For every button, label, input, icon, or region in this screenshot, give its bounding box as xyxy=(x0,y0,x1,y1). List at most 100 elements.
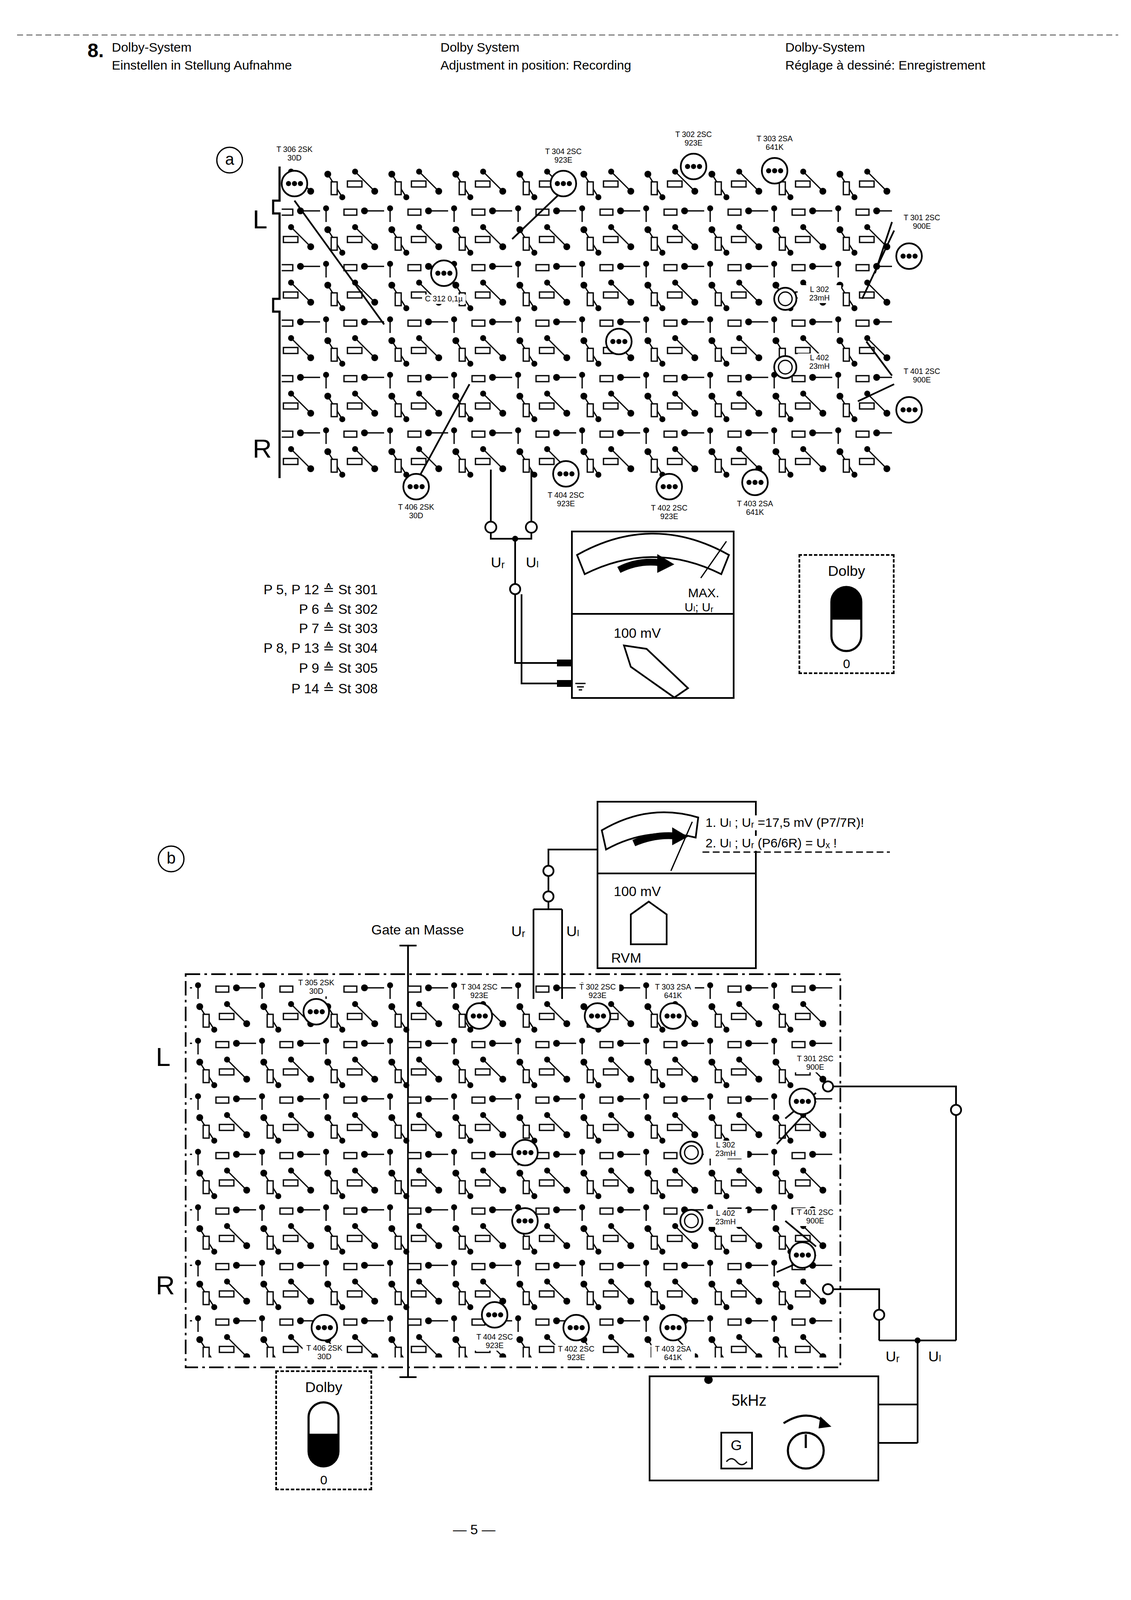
meter-dial xyxy=(623,645,688,698)
dolby-switch: Dolby0 xyxy=(275,1370,373,1490)
part-label: C 312 0,1µ xyxy=(422,294,466,304)
note-line: P 5, P 12 ≙ St 301 xyxy=(263,581,378,598)
signal-wire xyxy=(822,1283,834,1295)
meter-dial xyxy=(657,553,675,573)
header-rule xyxy=(17,34,1119,36)
dolby-switch: Dolby 0 xyxy=(798,553,895,674)
signal-name: Uₗ xyxy=(566,922,580,940)
section-number: 8. xyxy=(87,39,104,62)
signal-name: Uₗ xyxy=(525,553,539,571)
circuit-board xyxy=(584,1002,611,1029)
circuit-board xyxy=(563,1314,589,1341)
meter-dial xyxy=(702,851,890,853)
circuit-board xyxy=(680,153,707,180)
circuit-board xyxy=(303,998,330,1025)
figure-marker xyxy=(158,845,184,872)
probe-wire xyxy=(533,849,597,999)
channel-label: R xyxy=(252,433,272,464)
node-text: RVM xyxy=(611,950,642,966)
toggle-switch xyxy=(831,618,862,620)
part-label: T 402 2SC 923E xyxy=(554,1344,598,1363)
circuit-board xyxy=(776,1092,817,1272)
circuit-board xyxy=(774,287,797,310)
circuit-board xyxy=(656,473,683,500)
circuit-board xyxy=(185,973,841,1368)
signal-name: Uᵣ xyxy=(885,1347,900,1365)
part-label: T 404 2SC 923E xyxy=(544,490,588,509)
meter-dial xyxy=(575,683,586,690)
circuit-board xyxy=(281,166,892,479)
circuit-board xyxy=(431,260,457,286)
meter-dial xyxy=(670,821,693,871)
circuit-board xyxy=(512,1207,538,1234)
heading: Dolby-System xyxy=(111,40,192,56)
meter-dial xyxy=(577,533,729,575)
note-line: P 6 ≙ St 302 xyxy=(298,601,378,618)
signal-name: Uᵣ xyxy=(490,553,505,571)
circuit-board xyxy=(466,1002,493,1029)
figure-marker xyxy=(216,147,243,173)
note-line: P 9 ≙ St 305 xyxy=(298,660,378,677)
heading: Dolby-System xyxy=(785,40,866,56)
circuit-board xyxy=(761,157,788,184)
circuit-board xyxy=(789,1088,816,1114)
generator-symbol xyxy=(818,1416,832,1429)
part-label: T 403 2SA 641K xyxy=(733,499,777,518)
part-label: T 304 2SC 923E xyxy=(457,982,502,1001)
part-label: L 402 23mH xyxy=(797,353,842,372)
circuit-board xyxy=(273,153,922,500)
circuit-board xyxy=(606,328,632,355)
generator-symbol xyxy=(783,1415,825,1423)
part-label: T 402 2SC 923E xyxy=(647,503,691,522)
part-label: T 303 2SA 641K xyxy=(752,134,797,153)
meter-dial xyxy=(630,901,667,945)
circuit-board xyxy=(185,973,841,1368)
part-label: T 302 2SC 923E xyxy=(671,130,716,149)
circuit-board xyxy=(273,166,280,479)
node-text: 0 xyxy=(842,656,851,672)
circuit-board xyxy=(774,355,797,379)
part-label: T 306 2SK 30D xyxy=(272,145,317,164)
part-label: T 301 2SC 900E xyxy=(793,1054,837,1073)
part-label: T 406 2SK 30D xyxy=(394,502,438,521)
note-line: P 8, P 13 ≙ St 304 xyxy=(263,640,378,656)
ground-line xyxy=(399,944,417,947)
circuit-board xyxy=(742,469,768,496)
signal-wire xyxy=(950,1104,962,1115)
meter-dial xyxy=(618,562,660,570)
generator-symbol xyxy=(804,1434,808,1448)
ground-line xyxy=(399,1375,417,1378)
circuit-board xyxy=(481,1301,508,1328)
circuit-board xyxy=(896,396,922,423)
circuit-board xyxy=(281,170,308,197)
generator-symbol xyxy=(726,1458,747,1465)
circuit-board xyxy=(680,1209,703,1232)
heading: Réglage à dessiné: Enregistrement xyxy=(785,58,986,73)
signal-generator: 5kHzG xyxy=(648,1375,880,1481)
node-text: 0 xyxy=(320,1472,328,1488)
meter-dial xyxy=(556,533,735,698)
heading: Einstellen in Stellung Aufnahme xyxy=(111,58,292,73)
junction-dot xyxy=(914,1337,921,1344)
figure-letter: a xyxy=(224,150,234,170)
signal-name: Uₗ xyxy=(928,1347,942,1365)
toggle-switch xyxy=(308,1433,339,1435)
part-label: T 404 2SC 923E xyxy=(472,1332,517,1351)
node-text: Dolby xyxy=(827,562,866,580)
meter-dial xyxy=(633,835,675,843)
header-rule xyxy=(17,34,1119,36)
meter-dial xyxy=(596,872,757,875)
part-label: T 303 2SA 641K xyxy=(651,982,695,1001)
probe-wire xyxy=(543,891,554,902)
meter-dial xyxy=(700,541,727,578)
part-label: T 305 2SK 30D xyxy=(294,978,339,997)
signal-wire xyxy=(822,1081,962,1443)
node-text: Uₗ; Uᵣ xyxy=(684,600,714,615)
meter-dial xyxy=(556,659,572,667)
signal-wire xyxy=(874,1309,885,1320)
channel-label: R xyxy=(155,1269,175,1301)
circuit-board xyxy=(789,1241,816,1268)
generator-symbol xyxy=(787,1432,824,1469)
probe-wire xyxy=(543,865,554,876)
circuit-board xyxy=(680,1141,703,1164)
